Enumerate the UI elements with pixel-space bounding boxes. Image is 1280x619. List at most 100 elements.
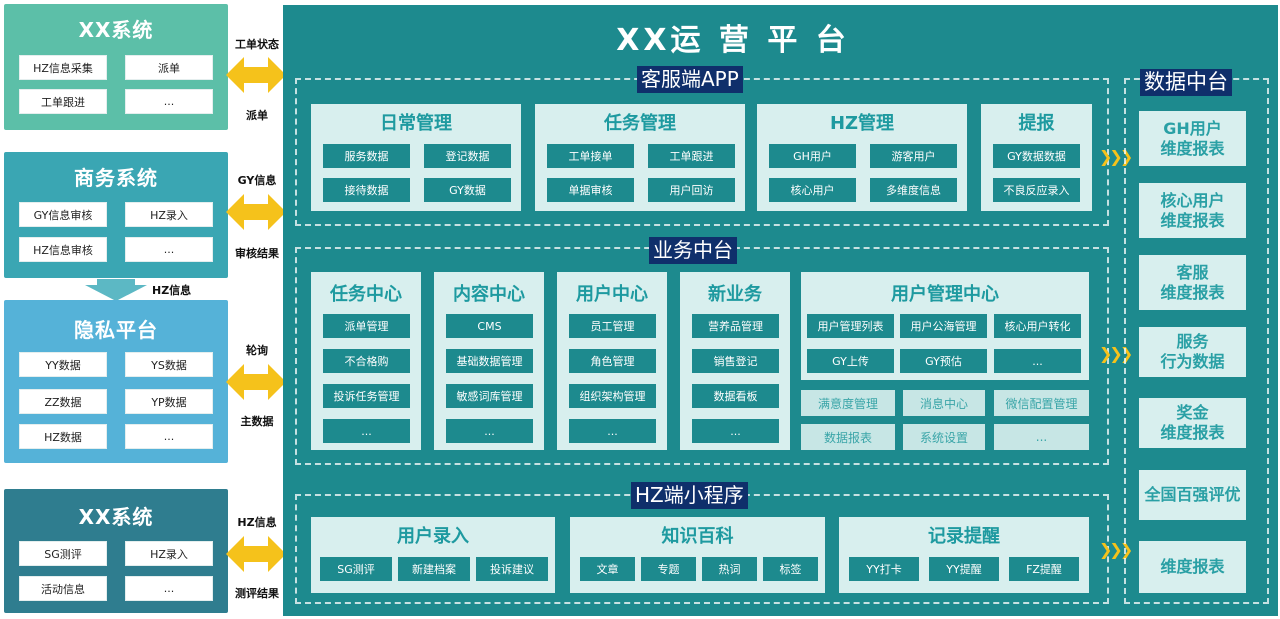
panel-item[interactable]: 标签 [763, 557, 818, 581]
system-title: 隐私平台 [74, 318, 158, 342]
panel-item[interactable]: ... [994, 349, 1081, 373]
bidirectional-arrow-icon [226, 57, 286, 93]
system-item[interactable]: HZ录入 [125, 541, 213, 566]
panel-item-light[interactable]: 数据报表 [801, 424, 895, 450]
data-report-box[interactable]: GH用户 维度报表 [1139, 111, 1246, 166]
panel-item[interactable]: GY上传 [807, 349, 894, 373]
panel-item[interactable]: CMS [446, 314, 533, 338]
panel-item[interactable]: 用户公海管理 [900, 314, 987, 338]
data-report-label: 客服 维度报表 [1160, 262, 1225, 302]
panel-item[interactable]: 不合格购 [323, 349, 410, 373]
panel-title: 日常管理 [380, 113, 452, 134]
panel-item[interactable]: 数据看板 [692, 384, 779, 408]
panel-item[interactable]: GH用户 [769, 144, 856, 168]
panel-item-light[interactable]: 消息中心 [903, 390, 985, 416]
data-report-box[interactable]: 核心用户 维度报表 [1139, 183, 1246, 238]
down-arrow-icon [85, 279, 147, 301]
data-report-box[interactable]: 客服 维度报表 [1139, 255, 1246, 310]
system-item[interactable]: 工单跟进 [19, 89, 107, 114]
panel-item[interactable]: 派单管理 [323, 314, 410, 338]
panel-title: 知识百科 [661, 526, 734, 547]
data-center-title: 数据中台 [1140, 69, 1232, 96]
system-item[interactable]: ... [125, 237, 213, 262]
panel-item[interactable]: 敏感词库管理 [446, 384, 533, 408]
panel-task-center: 任务中心 派单管理 不合格购 投诉任务管理 ... [311, 272, 421, 450]
panel-item[interactable]: 游客用户 [870, 144, 957, 168]
panel-item[interactable]: 接待数据 [323, 178, 410, 202]
panel-item[interactable]: 投诉建议 [476, 557, 548, 581]
system-box-xx-1: XX系统 HZ信息采集 派单 工单跟进 ... [4, 4, 228, 130]
data-report-box[interactable]: 奖金 维度报表 [1139, 398, 1246, 448]
panel-item[interactable]: 用户回访 [648, 178, 735, 202]
data-report-box[interactable]: 维度报表 [1139, 541, 1246, 593]
data-report-label: 全国百强评优 [1144, 485, 1241, 504]
panel-item-light[interactable]: 系统设置 [903, 424, 985, 450]
platform-title: XX运 营 平 台 [616, 23, 850, 58]
panel-item[interactable]: YY提醒 [929, 557, 999, 581]
panel-item[interactable]: SG测评 [320, 557, 392, 581]
panel-item[interactable]: YY打卡 [849, 557, 919, 581]
panel-title: 提报 [1018, 113, 1055, 134]
panel-item[interactable]: 核心用户 [769, 178, 856, 202]
panel-item[interactable]: 工单跟进 [648, 144, 735, 168]
panel-user-management-center: 用户管理中心 用户管理列表 用户公海管理 核心用户转化 GY上传 GY预估 ..… [801, 272, 1089, 380]
panel-item[interactable]: 登记数据 [424, 144, 511, 168]
panel-user-entry: 用户录入 SG测评 新建档案 投诉建议 [311, 517, 555, 593]
panel-item[interactable]: ... [446, 419, 533, 443]
panel-item[interactable]: FZ提醒 [1009, 557, 1079, 581]
panel-title: 用户录入 [397, 526, 469, 547]
system-item[interactable]: YY数据 [19, 352, 107, 377]
panel-item[interactable]: 热词 [702, 557, 757, 581]
arrow-label-top: 工单状态 [235, 38, 279, 51]
panel-user-center: 用户中心 员工管理 角色管理 组织架构管理 ... [557, 272, 667, 450]
panel-item[interactable]: GY数据数据 [993, 144, 1080, 168]
panel-item[interactable]: 文章 [580, 557, 635, 581]
panel-item[interactable]: 不良反应录入 [993, 178, 1080, 202]
panel-item[interactable]: 核心用户转化 [994, 314, 1081, 338]
system-item[interactable]: 活动信息 [19, 576, 107, 601]
panel-item[interactable]: GY数据 [424, 178, 511, 202]
system-item[interactable]: SG测评 [19, 541, 107, 566]
system-item[interactable]: ... [125, 424, 213, 449]
panel-item[interactable]: 用户管理列表 [807, 314, 894, 338]
panel-item-light[interactable]: 微信配置管理 [994, 390, 1089, 416]
data-report-box[interactable]: 全国百强评优 [1139, 470, 1246, 520]
panel-item[interactable]: 专题 [641, 557, 696, 581]
data-report-box[interactable]: 服务 行为数据 [1139, 327, 1246, 377]
system-item[interactable]: YP数据 [125, 389, 213, 414]
system-item[interactable]: YS数据 [125, 352, 213, 377]
system-item[interactable]: ... [125, 89, 213, 114]
system-item[interactable]: GY信息审核 [19, 202, 107, 227]
system-item[interactable]: ... [125, 576, 213, 601]
panel-new-business: 新业务 营养品管理 销售登记 数据看板 ... [680, 272, 790, 450]
panel-item[interactable]: 员工管理 [569, 314, 656, 338]
system-item[interactable]: HZ数据 [19, 424, 107, 449]
panel-item-light[interactable]: 满意度管理 [801, 390, 895, 416]
panel-item[interactable]: 单据审核 [547, 178, 634, 202]
panel-item[interactable]: 组织架构管理 [569, 384, 656, 408]
panel-item[interactable]: 工单接单 [547, 144, 634, 168]
panel-item[interactable]: ... [692, 419, 779, 443]
panel-item[interactable]: ... [323, 419, 410, 443]
panel-item[interactable]: 基础数据管理 [446, 349, 533, 373]
system-item[interactable]: HZ信息审核 [19, 237, 107, 262]
panel-item[interactable]: 服务数据 [323, 144, 410, 168]
down-arrow-label: HZ信息 [152, 284, 192, 297]
panel-title: 用户中心 [576, 284, 648, 305]
mini-program-section-title: HZ端小程序 [631, 482, 748, 509]
panel-item[interactable]: 投诉任务管理 [323, 384, 410, 408]
panel-item[interactable]: 营养品管理 [692, 314, 779, 338]
panel-item-light[interactable]: ... [994, 424, 1089, 450]
system-item[interactable]: 派单 [125, 55, 213, 80]
bidirectional-arrow-icon [226, 364, 286, 400]
system-item[interactable]: HZ信息采集 [19, 55, 107, 80]
panel-item[interactable]: 新建档案 [398, 557, 470, 581]
system-item[interactable]: HZ录入 [125, 202, 213, 227]
panel-item[interactable]: 角色管理 [569, 349, 656, 373]
bidirectional-arrow-icon [226, 194, 286, 230]
panel-item[interactable]: 多维度信息 [870, 178, 957, 202]
panel-item[interactable]: 销售登记 [692, 349, 779, 373]
panel-item[interactable]: ... [569, 419, 656, 443]
panel-item[interactable]: GY预估 [900, 349, 987, 373]
system-item[interactable]: ZZ数据 [19, 389, 107, 414]
